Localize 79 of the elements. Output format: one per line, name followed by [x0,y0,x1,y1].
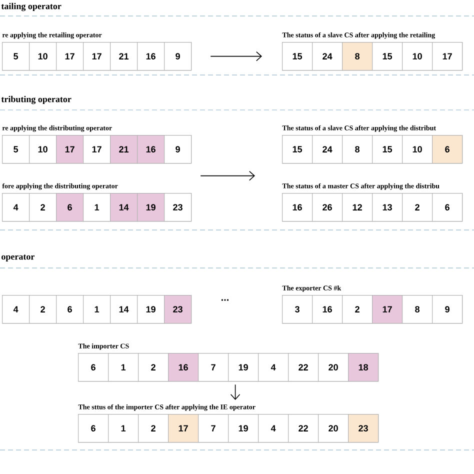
array-cell: 4 [258,414,289,443]
array-cell: 17 [168,414,199,443]
array-cell: 15 [282,135,313,164]
array-cell: 17 [56,135,84,164]
arrow [230,384,240,400]
array-cell: 23 [348,414,379,443]
array-cell: 17 [372,295,403,324]
array-cell: 23 [164,193,192,222]
arrow [210,51,262,62]
array-cell: 20 [318,414,349,443]
array-cell: 10 [29,135,57,164]
array-cell: 22 [288,414,319,443]
array-cell: 2 [29,193,57,222]
array-cell: 16 [168,353,199,382]
array-cell: 7 [198,414,229,443]
array-cell: 17 [83,42,111,71]
array-cell: 26 [312,193,343,222]
array-cell: 7 [198,353,229,382]
array-cell: 8 [342,135,373,164]
array-cell: 2 [29,295,57,324]
ellipsis: ... [222,299,228,301]
array-cell: 9 [164,42,192,71]
array-cell: 2 [138,353,169,382]
array-cell: 15 [372,42,403,71]
array-cell: 4 [2,193,30,222]
array-cell: 1 [83,193,111,222]
array-cell: 23 [164,295,192,324]
array-cell: 3 [282,295,313,324]
array-cell: 6 [78,353,109,382]
section-heading: tailing operator [1,2,62,12]
array-cell: 19 [137,295,165,324]
array-cell: 6 [78,414,109,443]
array-cell: 16 [282,193,313,222]
array-cell: 17 [432,42,463,71]
array-cell: 24 [312,42,343,71]
array-cell: 10 [402,135,433,164]
array-cell: 16 [137,42,165,71]
section-heading: tributing operator [1,96,72,104]
array-cell: 8 [342,42,373,71]
array-cell: 21 [110,135,138,164]
array-cell: 15 [372,135,403,164]
array-cell: 22 [288,353,319,382]
array-cell: 19 [137,193,165,222]
array-cell: 12 [342,193,373,222]
array-cell: 14 [110,193,138,222]
array-cell: 6 [432,135,463,164]
array-cell: 8 [402,295,433,324]
array-cell: 14 [110,295,138,324]
array-cell: 17 [83,135,111,164]
section-heading: operator [2,254,34,262]
array-cell: 2 [342,295,373,324]
array-cell: 13 [372,193,403,222]
array-cell: 21 [110,42,138,71]
array-cell: 9 [164,135,192,164]
array-cell: 19 [228,353,259,382]
array-cell: 2 [402,193,433,222]
array-cell: 10 [402,42,433,71]
array-cell: 24 [312,135,343,164]
array-cell: 4 [2,295,30,324]
arrow [200,170,255,181]
array-cell: 1 [83,295,111,324]
array-cell: 5 [2,42,30,71]
array-cell: 20 [318,353,349,382]
array-cell: 17 [56,42,84,71]
array-cell: 6 [56,295,84,324]
array-cell: 1 [108,414,139,443]
array-cell: 6 [432,193,463,222]
array-cell: 1 [108,353,139,382]
array-cell: 10 [29,42,57,71]
array-cell: 6 [56,193,84,222]
array-cell: 9 [432,295,463,324]
array-cell: 5 [2,135,30,164]
array-cell: 18 [348,353,379,382]
array-cell: 15 [282,42,313,71]
array-cell: 2 [138,414,169,443]
array-cell: 19 [228,414,259,443]
array-cell: 16 [137,135,165,164]
array-cell: 4 [258,353,289,382]
array-cell: 16 [312,295,343,324]
